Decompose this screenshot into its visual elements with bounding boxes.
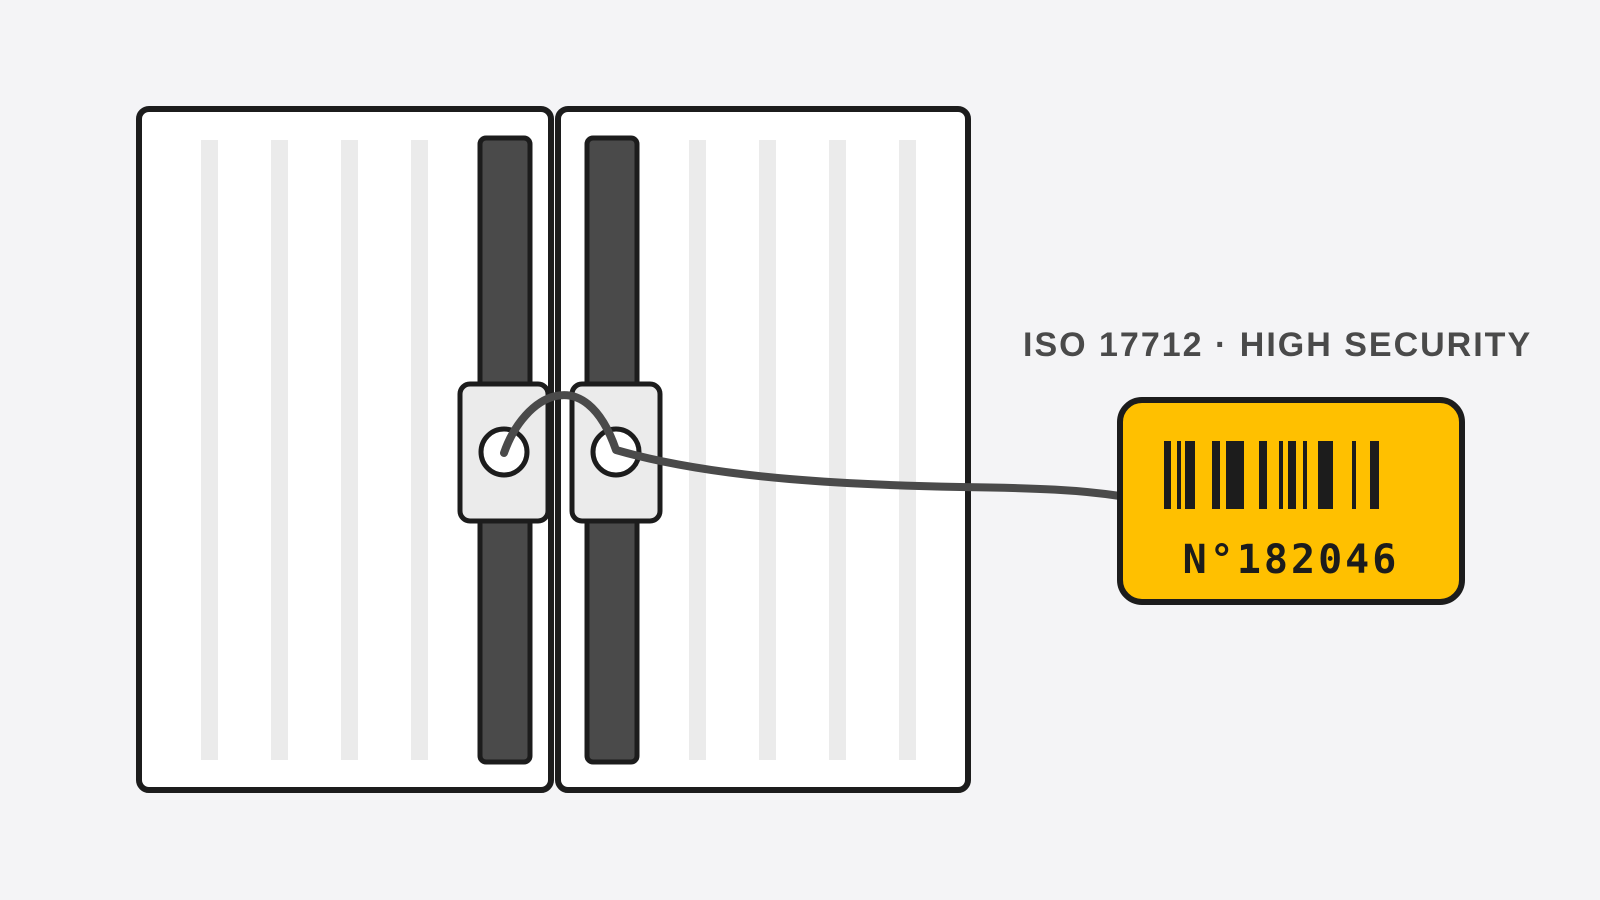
corrugation-rib (201, 140, 218, 760)
right-door (555, 106, 971, 793)
corrugation-rib (829, 140, 846, 760)
seal-tag: N°182046 (1117, 397, 1465, 605)
standard-label: ISO 17712 · HIGH SECURITY (1023, 326, 1532, 364)
corrugation-rib (341, 140, 358, 760)
right-door-corrugations (689, 140, 916, 760)
seal-cable (500, 391, 1124, 500)
corrugation-rib (411, 140, 428, 760)
corrugation-rib (271, 140, 288, 760)
corrugation-rib (689, 140, 706, 760)
corrugation-rib (899, 140, 916, 760)
left-door-corrugations (201, 140, 428, 760)
corrugation-rib (759, 140, 776, 760)
seal-serial-number: N°182046 (1183, 537, 1400, 583)
barcode-icon (1164, 441, 1379, 509)
